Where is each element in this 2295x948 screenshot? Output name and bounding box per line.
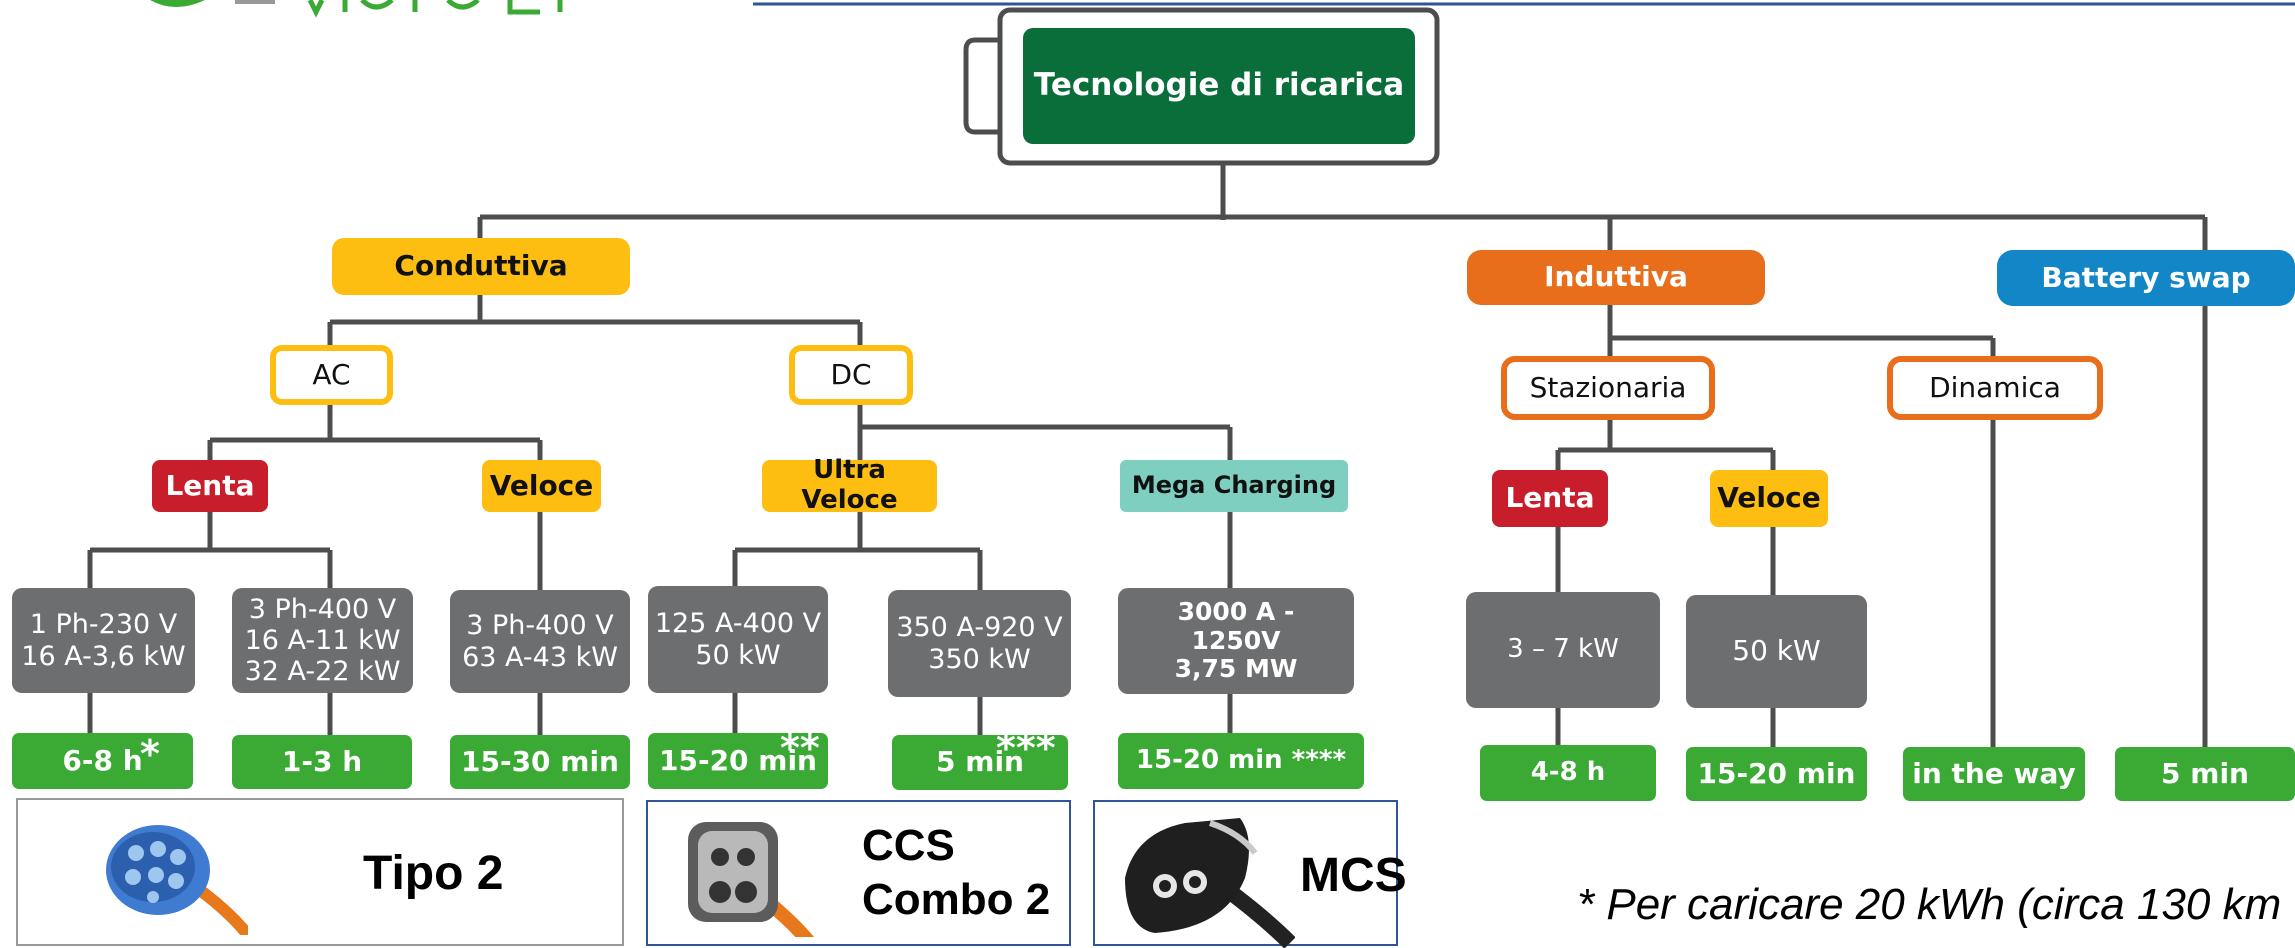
time-in-the-way: in the way bbox=[1903, 747, 2085, 801]
ac-lenta-node: Lenta bbox=[152, 460, 268, 512]
ultra-veloce-node: Ultra Veloce bbox=[762, 455, 937, 515]
spec-line: 3,75 MW bbox=[1174, 654, 1298, 684]
spec-line: 1250V bbox=[1191, 625, 1281, 655]
spec-line: 350 kW bbox=[928, 643, 1031, 675]
spec-line: 16 A-11 kW bbox=[244, 624, 401, 656]
spec-box-1ph: 1 Ph-230 V 16 A-3,6 kW bbox=[12, 588, 195, 693]
dc-node: DC bbox=[789, 345, 913, 405]
time-4-8h: 4-8 h bbox=[1480, 745, 1656, 801]
tipo2-plug-icon bbox=[106, 825, 248, 935]
ccs-plug-icon bbox=[688, 822, 815, 937]
footnote-text: * Per caricare 20 kWh (circa 130 km bbox=[1577, 880, 2282, 929]
spec-line: 3 Ph-400 V bbox=[248, 593, 397, 625]
ac-node: AC bbox=[270, 345, 393, 405]
spec-box-3ph-16a: 3 Ph-400 V 16 A-11 kW 32 A-22 kW bbox=[232, 588, 413, 693]
spec-line: 63 A-43 kW bbox=[462, 641, 618, 673]
mcs-connector-box: MCS bbox=[1093, 800, 1407, 948]
time-5min-dc: 5 min bbox=[892, 735, 1068, 790]
mcs-plug-icon bbox=[1125, 818, 1295, 948]
ccs-label-line1: CCS bbox=[862, 821, 955, 870]
root-node: Tecnologie di ricarica bbox=[1023, 28, 1415, 144]
ind-lenta-node: Lenta bbox=[1492, 470, 1608, 527]
time-15-30min: 15-30 min bbox=[450, 735, 630, 789]
battery-swap-node: Battery swap bbox=[1997, 250, 2295, 306]
time-6-8h: 6-8 h bbox=[12, 733, 193, 789]
conduttiva-node: Conduttiva bbox=[332, 238, 630, 295]
mcs-label: MCS bbox=[1300, 849, 1407, 902]
tipo2-connector-box: Tipo 2 bbox=[16, 798, 624, 946]
footnote-mark: *** bbox=[996, 726, 1056, 770]
time-15-20min-dc: 15-20 min bbox=[648, 733, 828, 789]
spec-box-350a: 350 A-920 V 350 kW bbox=[888, 590, 1071, 697]
spec-line: 3000 A - bbox=[1177, 596, 1295, 626]
spec-box-3-7kw: 3 – 7 kW bbox=[1466, 592, 1660, 708]
spec-line: 1 Ph-230 V bbox=[29, 609, 178, 641]
footnote-mark: * bbox=[140, 732, 160, 776]
logo bbox=[150, 0, 563, 18]
dinamica-node: Dinamica bbox=[1887, 356, 2103, 420]
ccs-label-line2: Combo 2 bbox=[862, 875, 1051, 924]
stazionaria-node: Stazionaria bbox=[1501, 356, 1715, 420]
spec-line: 3 Ph-400 V bbox=[466, 610, 614, 642]
time-15-20min-ind: 15-20 min bbox=[1686, 747, 1867, 801]
spec-line: 32 A-22 kW bbox=[244, 656, 401, 688]
spec-box-50kw: 50 kW bbox=[1686, 595, 1867, 708]
time-5min-swap: 5 min bbox=[2115, 747, 2295, 801]
footnote-mark: ** bbox=[780, 726, 820, 770]
mega-charging-node: Mega Charging bbox=[1120, 460, 1348, 512]
spec-line: 50 kW bbox=[695, 639, 781, 671]
spec-line: 350 A-920 V bbox=[896, 612, 1063, 644]
induttiva-node: Induttiva bbox=[1467, 250, 1765, 305]
tipo2-label: Tipo 2 bbox=[363, 847, 504, 900]
spec-box-3000a: 3000 A - 1250V 3,75 MW bbox=[1118, 588, 1354, 694]
ind-veloce-node: Veloce bbox=[1710, 470, 1828, 527]
battery-outline bbox=[963, 7, 1440, 166]
spec-line: 16 A-3,6 kW bbox=[21, 640, 186, 672]
spec-line: 125 A-400 V bbox=[654, 608, 822, 640]
spec-box-125a: 125 A-400 V 50 kW bbox=[648, 586, 828, 693]
time-15-20min-mega: 15-20 min **** bbox=[1118, 733, 1364, 789]
ccs-connector-box: CCS Combo 2 bbox=[646, 800, 1071, 946]
time-1-3h: 1-3 h bbox=[232, 735, 412, 789]
ac-veloce-node: Veloce bbox=[482, 460, 601, 512]
spec-box-3ph-63a: 3 Ph-400 V 63 A-43 kW bbox=[450, 590, 630, 693]
